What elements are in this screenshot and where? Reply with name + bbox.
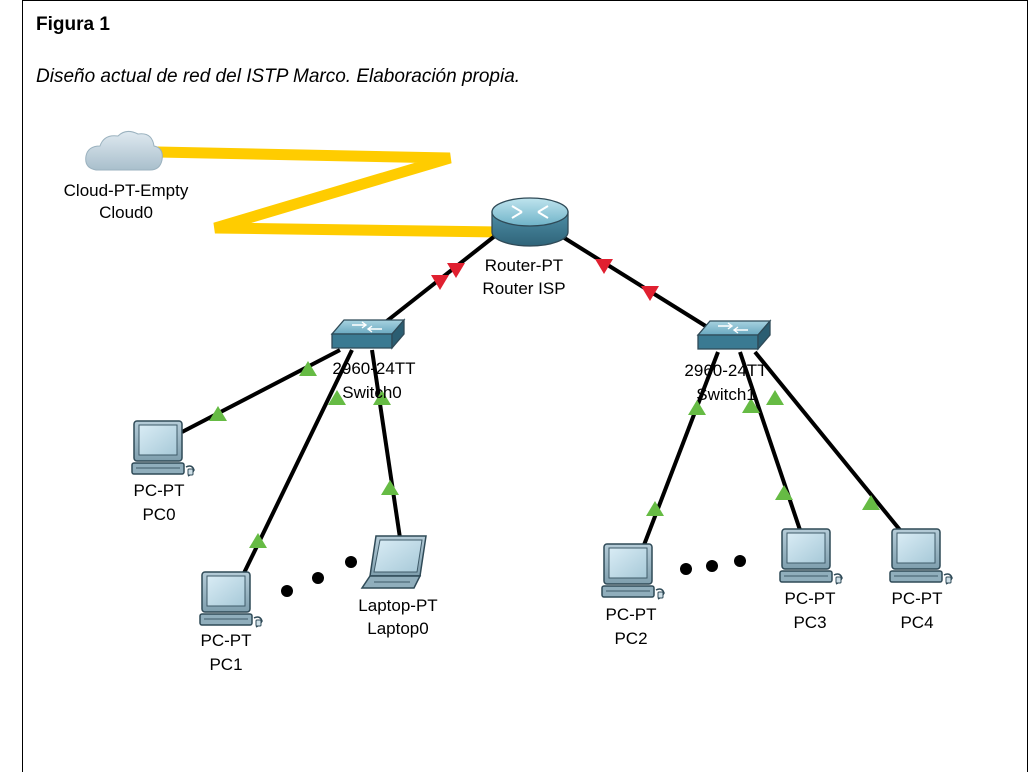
cable-switch1-pc4	[753, 350, 902, 532]
pc2-model-label: PC-PT	[606, 605, 657, 624]
router-model-label: Router-PT	[485, 256, 563, 275]
switch0-model-label: 2960-24TT	[332, 359, 415, 378]
figure-caption: Diseño actual de red del ISTP Marco. Ela…	[36, 66, 521, 87]
cable-router-switch1	[556, 232, 722, 337]
pc2-icon[interactable]	[601, 543, 665, 600]
laptop0-model-label: Laptop-PT	[358, 596, 437, 615]
switch0-name-label: Switch0	[342, 383, 402, 402]
cloud-name-label: Cloud0	[99, 203, 153, 222]
pc3-name-label: PC3	[793, 613, 826, 632]
router-name-label: Router ISP	[482, 279, 565, 298]
pc0-model-label: PC-PT	[134, 481, 185, 500]
pc1-model-label: PC-PT	[201, 631, 252, 650]
pc4-model-label: PC-PT	[892, 589, 943, 608]
router-icon[interactable]	[491, 197, 569, 247]
link-up-marker	[766, 390, 784, 405]
more-devices-ellipsis-right	[680, 555, 746, 575]
pc2-name-label: PC2	[614, 629, 647, 648]
switch1-model-label: 2960-24TT	[684, 361, 767, 380]
laptop0-name-label: Laptop0	[367, 619, 428, 638]
pc0-name-label: PC0	[142, 505, 175, 524]
cable-switch1-pc3	[738, 351, 802, 531]
figure-title: Figura 1	[36, 14, 110, 35]
switch1-icon[interactable]	[697, 320, 771, 350]
pc3-icon[interactable]	[779, 528, 843, 585]
pc4-name-label: PC4	[900, 613, 933, 632]
cable-switch0-pc0	[181, 348, 341, 434]
more-devices-ellipsis-left	[281, 556, 357, 597]
figure-frame	[22, 0, 1028, 772]
pc1-icon[interactable]	[199, 571, 263, 628]
switch0-icon[interactable]	[331, 319, 405, 349]
pc1-name-label: PC1	[209, 655, 242, 674]
pc3-model-label: PC-PT	[785, 589, 836, 608]
cable-switch0-pc1	[242, 349, 354, 574]
cable-switch1-pc2	[642, 351, 720, 546]
switch1-name-label: Switch1	[696, 385, 756, 404]
cable-switch0-laptop0	[370, 349, 402, 539]
serial-link-cloud-router	[152, 146, 506, 238]
link-up-markers	[209, 361, 880, 548]
laptop0-icon[interactable]	[361, 535, 427, 589]
link-up-marker	[775, 485, 793, 500]
cloud-model-label: Cloud-PT-Empty	[64, 181, 189, 200]
link-up-marker	[381, 480, 399, 495]
pc4-icon[interactable]	[889, 528, 953, 585]
cloud-icon[interactable]	[85, 130, 163, 171]
